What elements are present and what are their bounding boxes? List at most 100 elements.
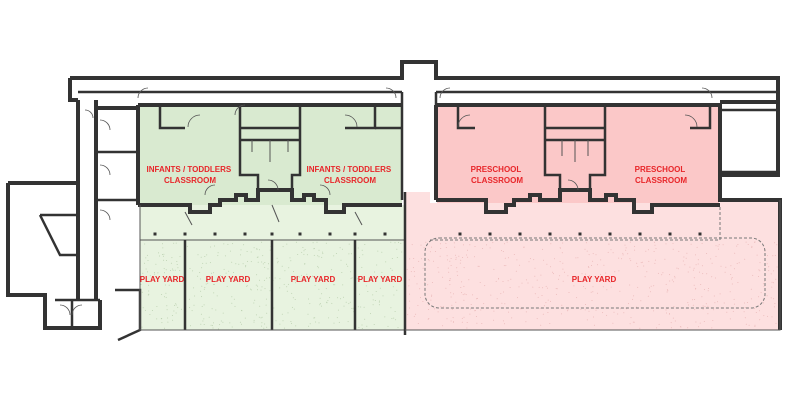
yard-speckle [594,307,596,309]
yard-speckle [231,261,233,263]
yard-speckle [396,289,398,291]
yard-speckle [156,318,158,320]
yard-speckle [176,264,178,265]
yard-speckle [227,243,229,245]
yard-speckle [282,246,284,248]
yard-speckle [697,259,699,261]
yard-speckle [292,297,294,299]
yard-speckle [158,252,159,254]
yard-speckle [766,255,768,257]
yard-speckle [625,249,627,251]
yard-speckle [423,247,425,249]
yard-speckle [439,243,441,245]
yard-speckle [593,324,595,326]
yard-speckle [250,261,252,263]
yard-speckle [264,288,266,290]
yard-speckle [303,250,305,252]
yard-speckle [415,313,417,315]
yard-speckle [228,270,230,272]
yard-speckle [770,273,772,275]
yard-speckle [628,303,629,305]
yard-speckle [250,288,252,290]
yard-speckle [672,317,674,319]
yard-speckle [666,291,668,293]
yard-speckle [326,301,328,303]
yard-speckle [669,313,670,315]
yard-speckle [702,305,704,307]
yard-speckle [547,299,549,301]
yard-speckle [729,291,731,293]
yard-speckle [734,252,736,254]
yard-speckle [250,289,252,291]
fence-post [270,232,274,236]
yard-speckle [338,321,340,323]
yard-speckle [240,254,241,256]
yard-speckle [546,287,548,289]
yard-speckle [329,297,331,299]
yard-speckle [641,261,643,263]
yard-speckle [303,253,305,255]
yard-speckle [460,259,462,261]
yard-speckle [167,317,169,319]
yard-speckle [637,286,639,288]
yard-speckle [145,268,147,270]
yard-speckle [590,291,592,293]
yard-speckle [584,288,586,290]
yard-labels: PLAY YARD PLAY YARD PLAY YARD PLAY YARD … [140,275,617,284]
yard-speckle [702,308,704,310]
yard-speckle [319,297,321,299]
yard-speckle [162,255,164,257]
yard-speckle [450,258,452,259]
yard-speckle [508,311,510,313]
yard-speckle [527,282,529,284]
fence-post [243,232,247,236]
yard-speckle [593,316,595,318]
yard-speckle [193,287,195,289]
yard-speckle [627,253,629,255]
preschool-yard-dash-line [430,205,721,241]
yard-speckle [603,264,605,266]
yard-speckle [645,250,647,252]
yard-speckle [232,243,234,245]
yard-speckle [455,258,457,260]
yard-speckle [597,264,598,266]
yard-speckle [706,253,708,254]
yard-speckle [319,303,321,304]
yard-speckle [164,272,165,274]
yard-speckle [644,276,646,278]
yard-speckle [472,294,474,296]
yard-speckle [763,315,765,317]
fence-post [383,232,387,236]
yard-speckle [751,247,753,248]
yard-speckle [547,312,549,313]
yard-speckle [222,312,224,314]
yard-speckle [682,260,684,262]
yard-speckle [696,246,698,248]
yard-speckle [693,267,695,269]
infant-classroom-walls [136,103,402,214]
yard-speckle [597,292,598,294]
yard-speckle [460,287,462,288]
yard-speckle [580,308,582,310]
yard-speckle [629,241,631,243]
yard-speckle [555,288,557,290]
yard-speckle [166,305,168,307]
yard-speckle [345,301,347,303]
yard-speckle [708,288,709,289]
yard-speckle [422,267,424,269]
yard-speckle [259,279,260,281]
yard-speckle [279,323,281,325]
yard-speckle [489,247,491,249]
yard-speckle [695,288,697,290]
yard-speckle [205,283,207,285]
yard-speckle [340,259,342,261]
yard-speckle [470,304,472,305]
yard-speckle [148,293,150,295]
yard-speckle [147,271,148,273]
yard-speckle [151,310,153,311]
yard-speckle [484,285,486,287]
yard-speckle [755,312,757,313]
yard-speckle [766,263,768,265]
yard-speckle [657,272,659,274]
yard-speckle [584,273,586,275]
